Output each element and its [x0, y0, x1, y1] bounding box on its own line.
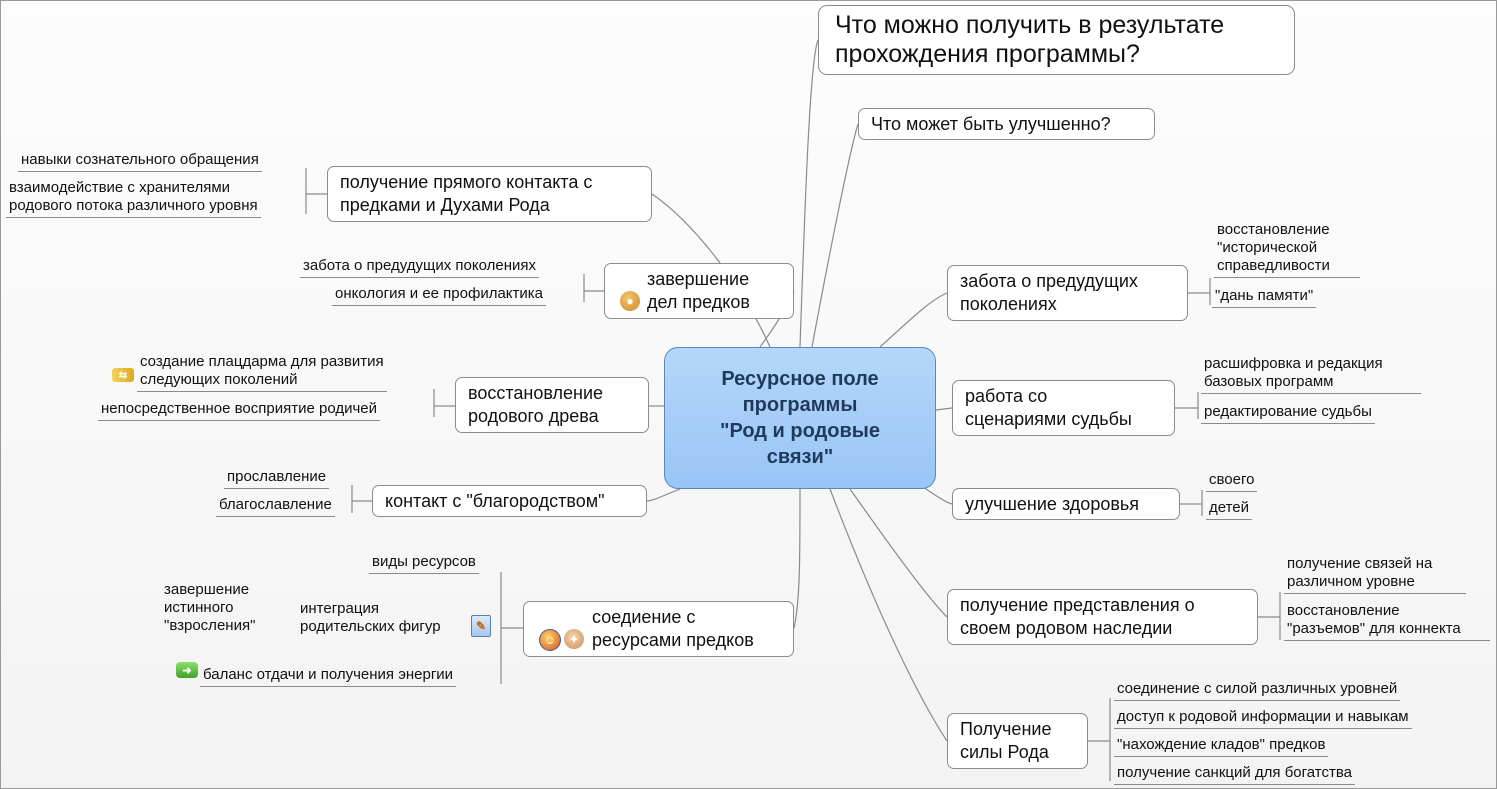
leaf-growing-up: завершение истинного "взросления"	[164, 581, 256, 634]
wire-power	[829, 488, 948, 742]
notepad-icon: ✎	[471, 615, 491, 637]
arrows-icon: ⇆	[112, 368, 134, 382]
wire-improve	[811, 123, 859, 348]
leaf-conscious-appeal: навыки сознательного обращения	[18, 151, 262, 172]
leaf-foothold: создание плацдарма для развития следующи…	[137, 353, 387, 392]
leaf-restore-connectors: восстановление "разъемов" для коннекта	[1284, 602, 1490, 641]
leaf-historical-justice: восстановление "исторической справедливо…	[1214, 221, 1360, 278]
wire-noble	[646, 488, 681, 502]
topic-scenarios[interactable]: работа со сценариями судьбы	[952, 380, 1175, 436]
central-topic[interactable]: Ресурсное поле программы "Род и родовые …	[664, 347, 936, 489]
topic-ancestral-resources[interactable]: соедиение с ресурсами предков	[523, 601, 794, 657]
leaf-resource-types: виды ресурсов	[369, 553, 479, 574]
leaf-memory-tribute: "дань памяти"	[1212, 287, 1317, 308]
wire-scenarios	[935, 407, 953, 411]
leaf-children-health: детей	[1206, 499, 1253, 520]
leaf-parent-figures: интеграция родительских фигур	[300, 600, 441, 635]
topic-health[interactable]: улучшение здоровья	[952, 488, 1180, 520]
leaf-own-health: своего	[1206, 471, 1258, 492]
leaf-relatives-perception: непосредственное восприятие родичей	[98, 400, 381, 421]
person-icon: ●	[620, 291, 640, 311]
leaf-wealth-sanctions: получение санкций для богатства	[1114, 764, 1356, 785]
topic-family-tree[interactable]: восстановление родового древа	[455, 377, 649, 433]
handshake-icon: ✦	[564, 629, 584, 649]
leaf-connections: получение связей на различном уровне	[1284, 555, 1466, 594]
leaf-guardians: взаимодействие с хранителями родового по…	[6, 179, 261, 218]
leaf-glorification: прославление	[224, 468, 330, 489]
wire-heritage	[849, 488, 948, 618]
wire-contact	[651, 193, 771, 348]
leaf-decode-programs: расшифровка и редакция базовых программ	[1201, 355, 1421, 394]
topic-improve[interactable]: Что может быть улучшенно?	[858, 108, 1155, 140]
topic-power[interactable]: Получение силы Рода	[947, 713, 1088, 769]
wire-care	[879, 292, 948, 348]
topic-nobility[interactable]: контакт с "благородством"	[372, 485, 647, 517]
leaf-ancestral-info: доступ к родовой информации и навыкам	[1114, 708, 1412, 729]
topic-care[interactable]: забота о предудущих поколениях	[947, 265, 1188, 321]
topic-finish-affairs[interactable]: завершение дел предков	[604, 263, 794, 319]
leaf-power-levels: соединение с силой различных уровней	[1114, 680, 1401, 701]
leaf-treasures: "нахождение кладов" предков	[1114, 736, 1329, 757]
topic-direct-contact[interactable]: получение прямого контакта с предками и …	[327, 166, 652, 222]
wire-result	[799, 39, 819, 348]
leaf-edit-fate: редактирование судьбы	[1201, 403, 1375, 424]
topic-result[interactable]: Что можно получить в результате прохожде…	[818, 5, 1295, 75]
leaf-energy-balance: баланс отдачи и получения энергии	[200, 666, 457, 687]
leaf-care-generations: забота о предудущих поколениях	[300, 257, 540, 278]
smiley-icon: ☺	[539, 629, 561, 651]
green-arrow-icon: ➜	[176, 662, 198, 678]
wire-resources	[793, 488, 801, 629]
topic-heritage[interactable]: получение представления о своем родовом …	[947, 589, 1258, 645]
leaf-oncology: онкология и ее профилактика	[332, 285, 547, 306]
leaf-blessing: благославление	[216, 496, 335, 517]
